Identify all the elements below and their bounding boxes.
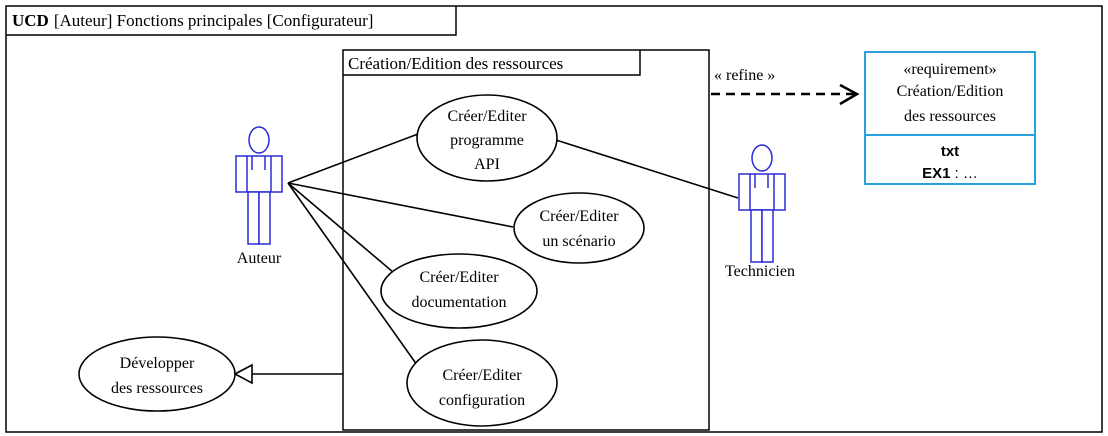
system-boundary: Création/Edition des ressources: [342, 49, 710, 431]
use-case-programme-line-1: Créer/Editer: [447, 108, 527, 125]
actor-technicien-label: Technicien: [725, 263, 795, 280]
association-auteur-scenario: [287, 182, 514, 228]
association-auteur-configuration: [287, 182, 423, 373]
requirement-attr-label: txt: [941, 143, 959, 160]
association-auteur-programme: [287, 133, 419, 184]
requirement-attr: EX1 : …: [922, 165, 978, 182]
refine-dependency: « refine »: [711, 67, 860, 106]
use-case-configuration: Créer/Editer configuration: [406, 339, 558, 427]
actor-auteur: Auteur: [235, 126, 283, 267]
requirement-name-line-1: Création/Edition: [897, 83, 1004, 100]
association-technicien-programme: [555, 139, 739, 199]
use-case-configuration-line-2: configuration: [439, 392, 525, 409]
generalization-arrowhead: [233, 363, 253, 385]
system-title: Création/Edition des ressources: [348, 54, 563, 73]
use-case-scenario-line-2: un scénario: [542, 233, 615, 250]
use-case-programme-line-3: API: [474, 156, 500, 173]
ucd-frame: UCD[Auteur] Fonctions principales [Confi…: [5, 5, 1103, 433]
associations: [287, 133, 739, 373]
use-case-documentation-line-2: documentation: [411, 294, 506, 311]
use-case-scenario: Créer/Editer un scénario: [513, 192, 645, 264]
use-case-configuration-line-1: Créer/Editer: [442, 367, 522, 384]
refine-arrowhead: [839, 83, 860, 106]
use-case-programme-api: Créer/Editer programme API: [416, 94, 558, 182]
requirement-box: «requirement» Création/Edition des resso…: [864, 51, 1036, 185]
use-case-developper: Développer des ressources: [78, 336, 236, 412]
requirement-name-line-2: des ressources: [904, 108, 996, 125]
use-case-programme-line-2: programme: [450, 132, 524, 149]
generalization: [233, 363, 343, 385]
use-case-developper-line-1: Développer: [120, 355, 195, 372]
association-auteur-documentation: [287, 182, 401, 279]
actor-technicien: Technicien: [725, 144, 795, 280]
actor-technicien-icon: [738, 144, 786, 263]
actor-auteur-icon: [235, 126, 283, 245]
use-case-developper-line-2: des ressources: [111, 380, 203, 397]
frame-title-text: [Auteur] Fonctions principales [Configur…: [54, 11, 374, 30]
frame-title: UCD[Auteur] Fonctions principales [Confi…: [12, 11, 373, 30]
refine-label: « refine »: [714, 67, 775, 84]
use-case-scenario-line-1: Créer/Editer: [539, 208, 619, 225]
use-case-documentation-line-1: Créer/Editer: [419, 269, 499, 286]
use-case-documentation: Créer/Editer documentation: [380, 253, 538, 329]
requirement-stereotype: «requirement»: [903, 61, 996, 78]
actor-auteur-label: Auteur: [237, 250, 282, 267]
